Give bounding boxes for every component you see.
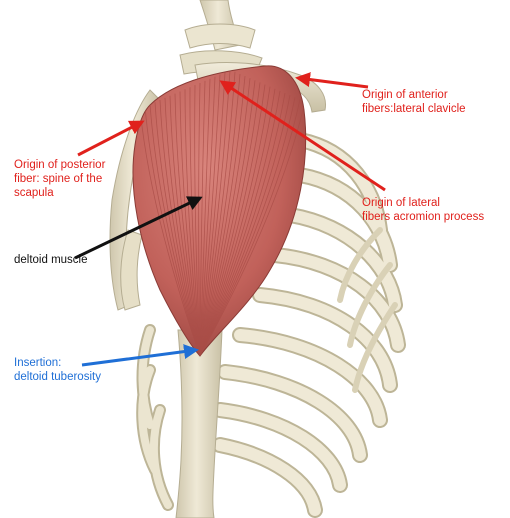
label-posterior-line1: Origin of posterior — [14, 158, 105, 172]
label-posterior-origin: Origin of posterior fiber: spine of the … — [14, 158, 105, 200]
label-anterior-origin: Origin of anterior fibers:lateral clavic… — [362, 88, 466, 116]
label-lateral-line1: Origin of lateral — [362, 196, 484, 210]
label-lateral-line2: fibers acromion process — [362, 210, 484, 224]
label-lateral-origin: Origin of lateral fibers acromion proces… — [362, 196, 484, 224]
label-posterior-line3: scapula — [14, 186, 105, 200]
label-insertion-line1: Insertion: — [14, 356, 101, 370]
deltoid-muscle — [133, 66, 306, 356]
humerus — [176, 330, 222, 518]
label-anterior-line2: fibers:lateral clavicle — [362, 102, 466, 116]
label-muscle-line1: deltoid muscle — [14, 253, 88, 267]
label-insertion-line2: deltoid tuberosity — [14, 370, 101, 384]
label-posterior-line2: fiber: spine of the — [14, 172, 105, 186]
label-deltoid-muscle: deltoid muscle — [14, 253, 88, 267]
label-insertion: Insertion: deltoid tuberosity — [14, 356, 101, 384]
label-anterior-line1: Origin of anterior — [362, 88, 466, 102]
